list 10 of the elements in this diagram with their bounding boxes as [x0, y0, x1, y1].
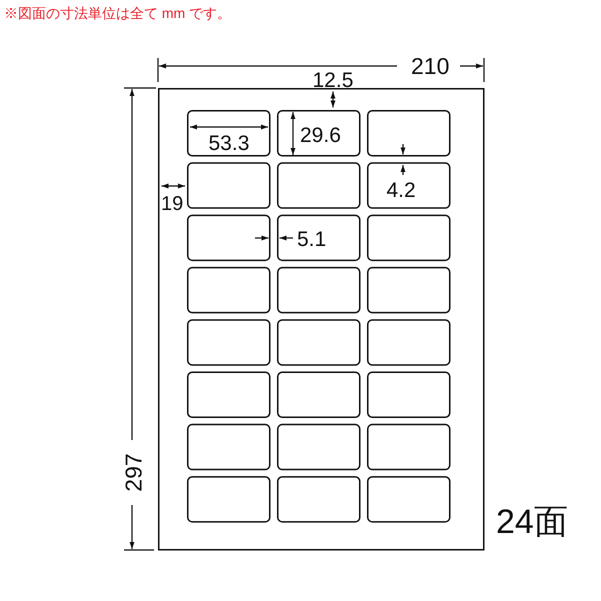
- dimension-label: 19: [161, 194, 184, 214]
- dimension-label: 12.5: [312, 70, 354, 90]
- dimension-label: 4.2: [386, 180, 416, 200]
- dimension-label: 53.3: [208, 132, 250, 154]
- dimension-label: 297: [122, 452, 146, 492]
- dimension-label: 29.6: [300, 124, 341, 146]
- dimension-label: 210: [411, 54, 450, 78]
- note-text: ※図面の寸法単位は全て mm です。: [4, 6, 232, 20]
- label-count: 24面: [496, 505, 568, 539]
- dimension-label: 5.1: [297, 228, 326, 250]
